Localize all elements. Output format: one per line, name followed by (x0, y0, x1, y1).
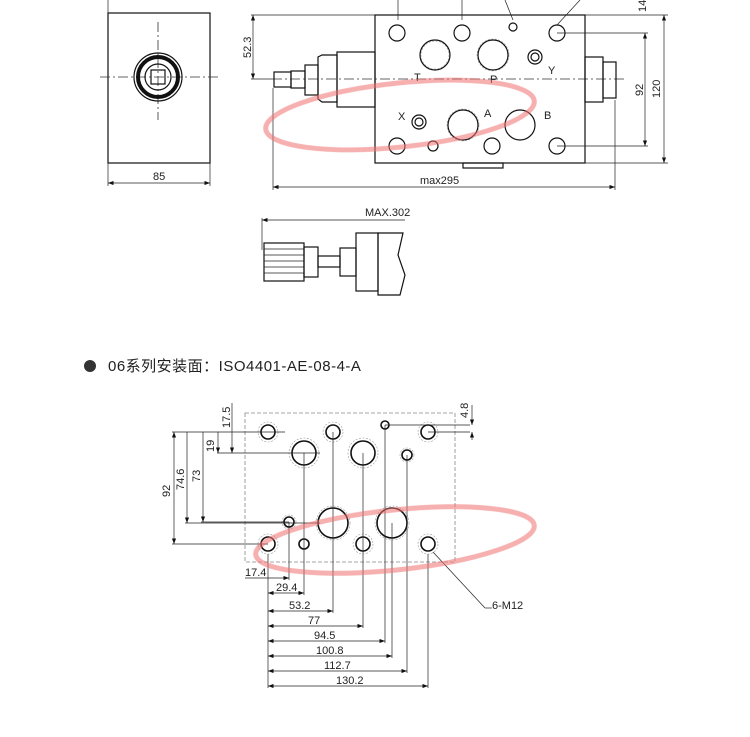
port-label-t: T (414, 72, 421, 84)
dim-max295: max295 (420, 175, 459, 187)
section-heading-text: 06系列安装面：ISO4401-AE-08-4-A (108, 358, 362, 375)
dim-h-29-4: 29.4 (276, 582, 297, 594)
port-label-x: X (398, 111, 406, 123)
dim-v-4-8: 4.8 (459, 403, 471, 418)
dim-v-17-5: 17.5 (221, 407, 233, 428)
valve-top-view: T P Y X A B 52.3 92 120 14 max295 (242, 0, 668, 190)
dim-52-3: 52.3 (242, 37, 254, 58)
dim-85: 85 (153, 171, 165, 183)
dim-14: 14 (637, 0, 649, 12)
dim-h-130-2: 130.2 (336, 675, 364, 687)
valve-side-view: MAX.302 (261, 207, 410, 296)
dim-v-74-6: 74.6 (175, 469, 187, 490)
dim-v-73: 73 (191, 470, 203, 482)
dim-120: 120 (651, 80, 663, 98)
section-heading: 06系列安装面：ISO4401-AE-08-4-A (84, 355, 361, 376)
end-view: 85 (100, 0, 218, 186)
port-label-p: P (490, 74, 497, 86)
dim-h-53-2: 53.2 (289, 600, 310, 612)
dim-v-92: 92 (161, 485, 173, 497)
dim-h-77: 77 (308, 615, 320, 627)
port-label-a: A (484, 108, 492, 120)
port-label-b: B (544, 110, 551, 122)
dim-92: 92 (634, 84, 646, 96)
port-label-y: Y (548, 65, 556, 77)
dim-h-100-8: 100.8 (316, 645, 344, 657)
thread-label: 6-M12 (492, 600, 523, 612)
dim-h-94-5: 94.5 (314, 630, 335, 642)
bullet-icon (84, 359, 96, 372)
dim-max302: MAX.302 (365, 207, 410, 219)
dim-v-19: 19 (205, 440, 217, 452)
watermark-logo (253, 77, 537, 576)
dim-h-112-7: 112.7 (324, 660, 351, 672)
mounting-face-drawing: 92 74.6 73 19 17.5 4.8 17.4 29.4 53.2 77… (161, 403, 523, 689)
dim-h-17-4: 17.4 (245, 567, 266, 579)
